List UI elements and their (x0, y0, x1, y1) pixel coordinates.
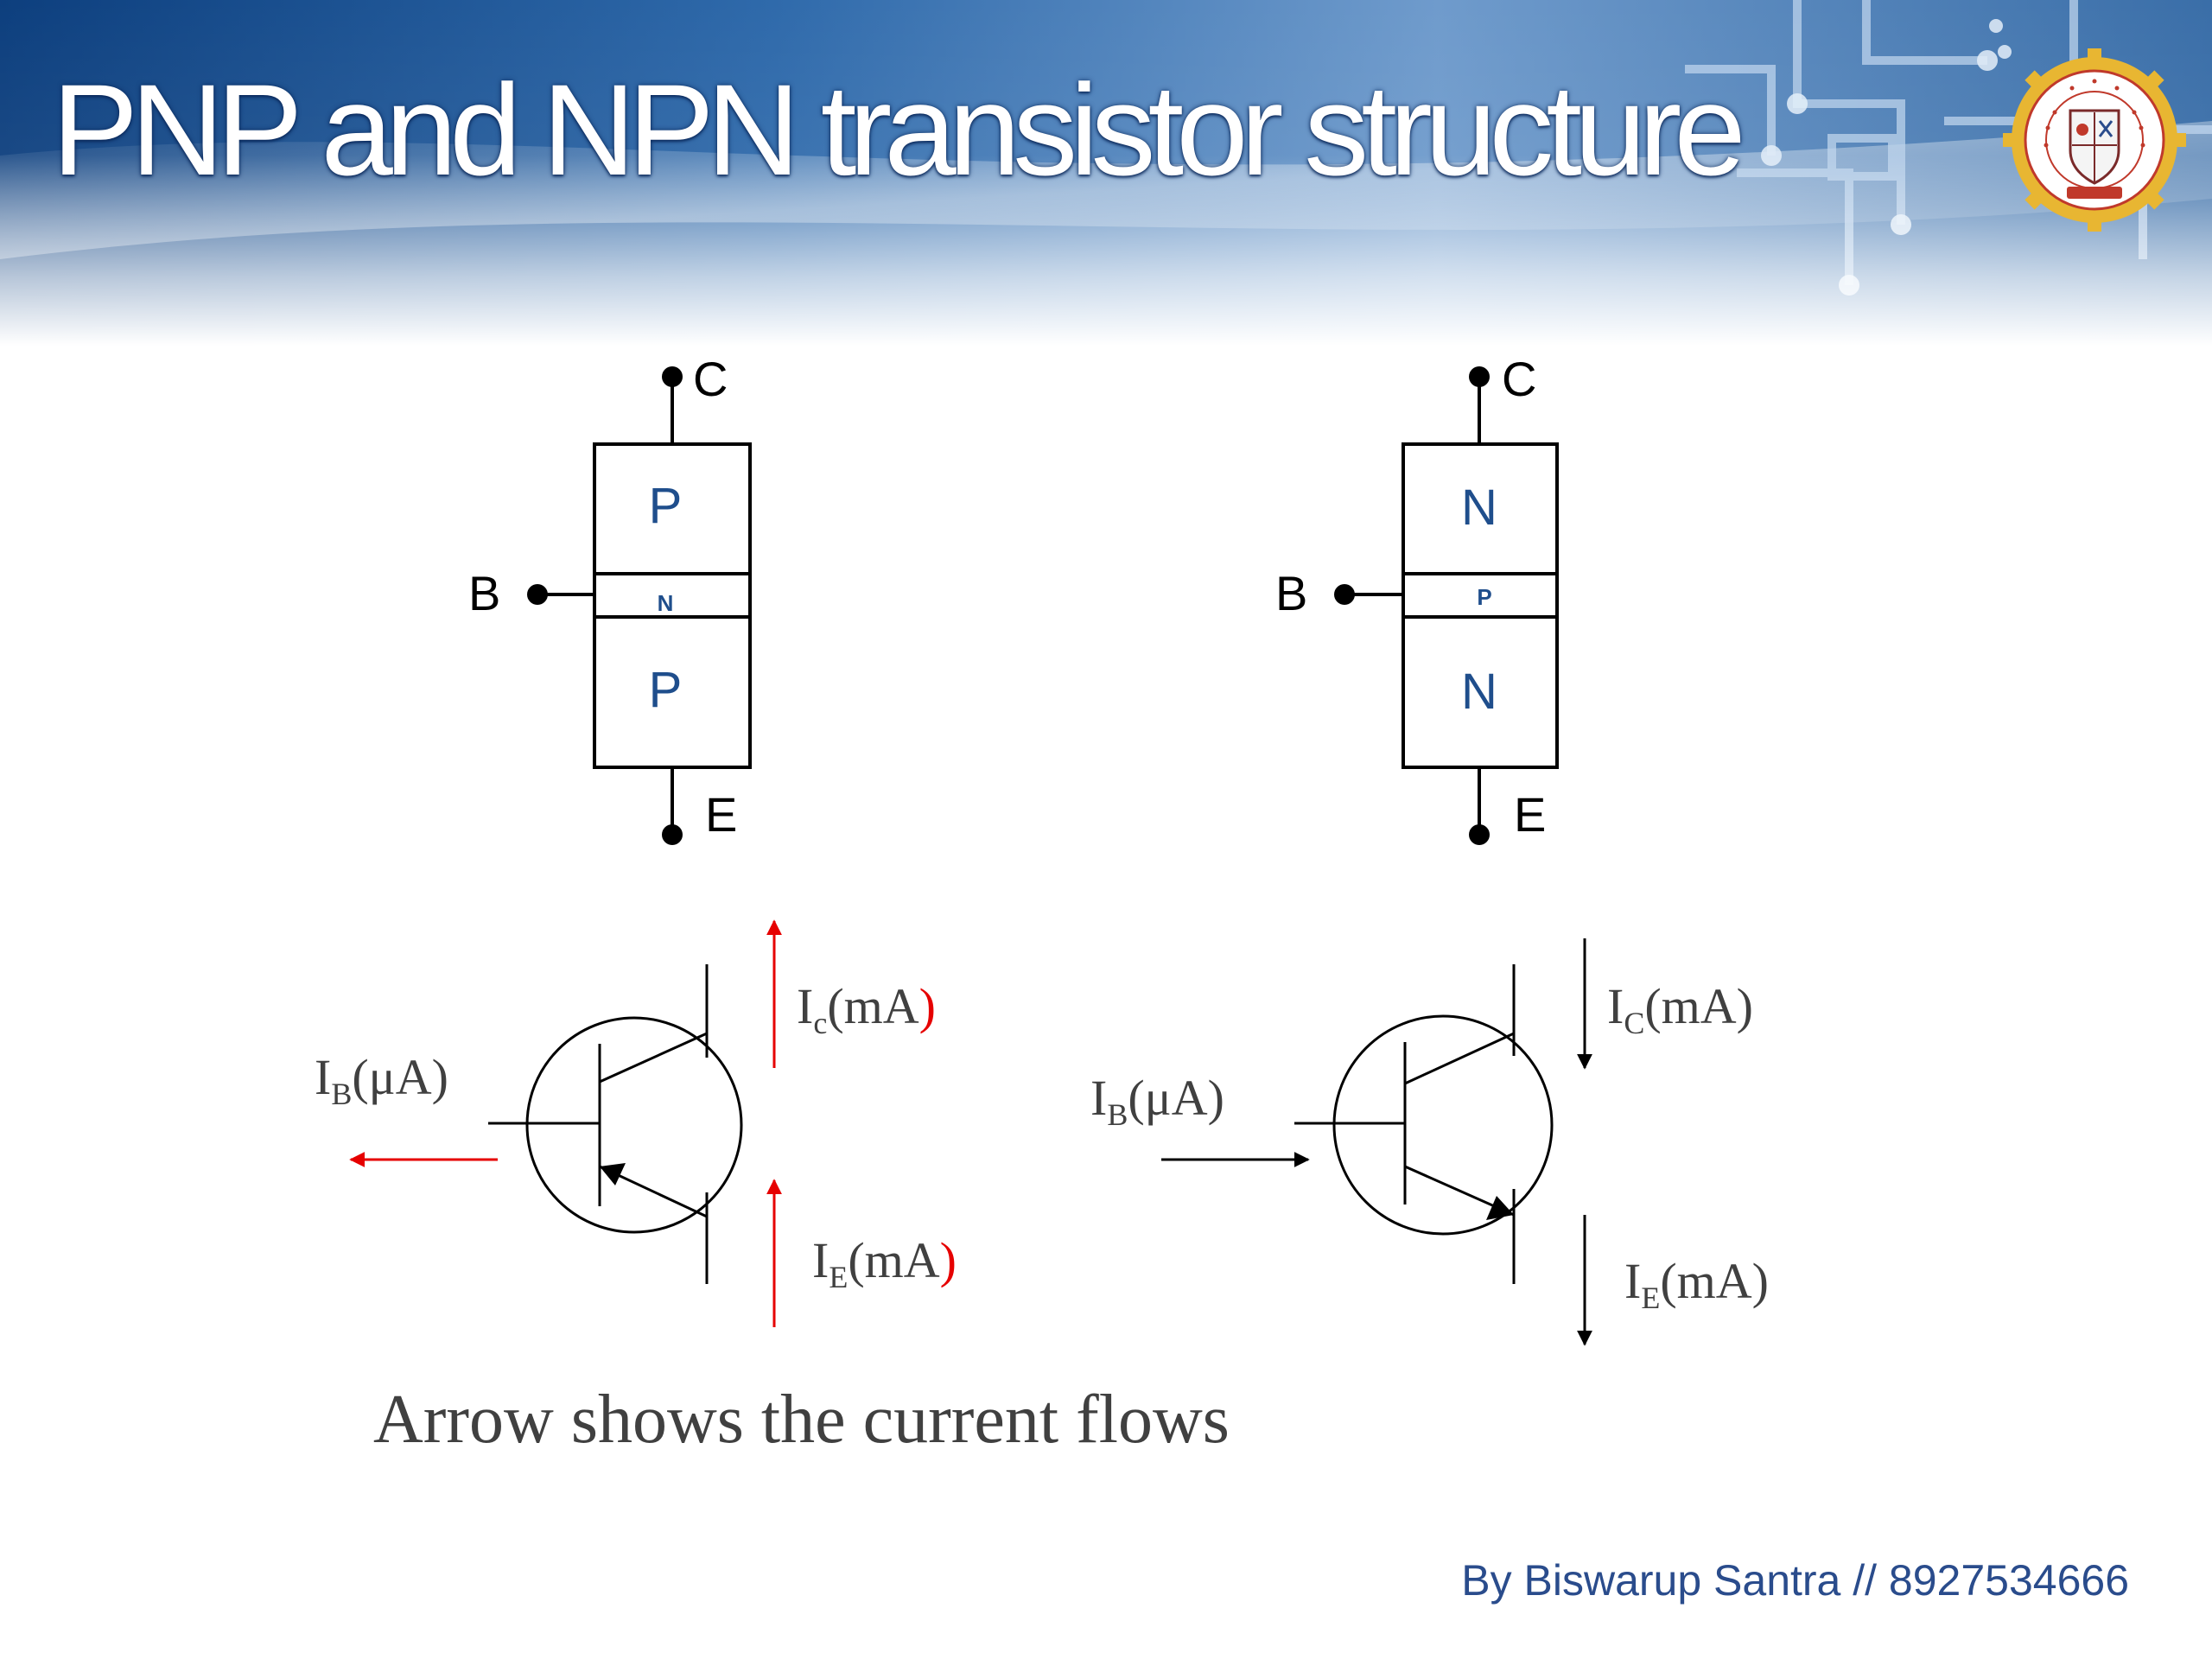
pnp-emitter-terminal (662, 824, 683, 845)
npn-base-terminal (1334, 584, 1355, 605)
caption-text: Arrow shows the current flows (373, 1382, 1230, 1458)
npn-region-bottom: N (1461, 664, 1497, 720)
pnp-emitter-current-label: IE(mA) (812, 1232, 957, 1294)
npn-region-top: N (1461, 480, 1497, 536)
pnp-region-bottom: P (649, 662, 683, 718)
pnp-base-label: B (468, 566, 500, 620)
pnp-base-terminal (527, 584, 548, 605)
pnp-structure (537, 377, 752, 835)
pnp-symbol (488, 964, 743, 1284)
pnp-emitter-arrowhead (600, 1163, 626, 1185)
page-title: PNP and NPN transistor structure (52, 57, 1746, 202)
npn-region-middle: P (1477, 584, 1491, 610)
npn-symbol (1294, 964, 1554, 1284)
pnp-symbol-collector-line (599, 1032, 708, 1084)
pnp-region-middle: N (658, 590, 674, 616)
npn-structure (1344, 377, 1559, 835)
pnp-collector-terminal (662, 366, 683, 387)
npn-base-label: B (1275, 566, 1307, 620)
npn-emitter-terminal (1469, 824, 1490, 845)
npn-symbol-collector-line (1404, 1032, 1515, 1085)
pnp-collector-label: C (693, 352, 728, 406)
npn-symbol-circle (1332, 1014, 1554, 1236)
npn-base-current-label: IB(μA) (1090, 1070, 1224, 1132)
pnp-region-top: P (649, 478, 683, 534)
npn-collector-terminal (1469, 366, 1490, 387)
college-logo-icon (2003, 48, 2186, 232)
npn-emitter-current-label: IE(mA) (1624, 1253, 1769, 1315)
pnp-collector-current-label: Ic(mA) (797, 978, 936, 1040)
npn-collector-current-label: IC(mA) (1607, 978, 1753, 1040)
pnp-emitter-label: E (705, 787, 737, 842)
npn-collector-label: C (1502, 352, 1536, 406)
npn-emitter-arrowhead (1486, 1196, 1514, 1220)
pnp-base-current-label: IB(μA) (315, 1049, 448, 1111)
pnp-symbol-circle (525, 1016, 743, 1234)
author-footer: By Biswarup Santra // 8927534666 (1461, 1556, 2129, 1605)
header-banner (0, 0, 2212, 346)
npn-emitter-label: E (1514, 787, 1546, 842)
